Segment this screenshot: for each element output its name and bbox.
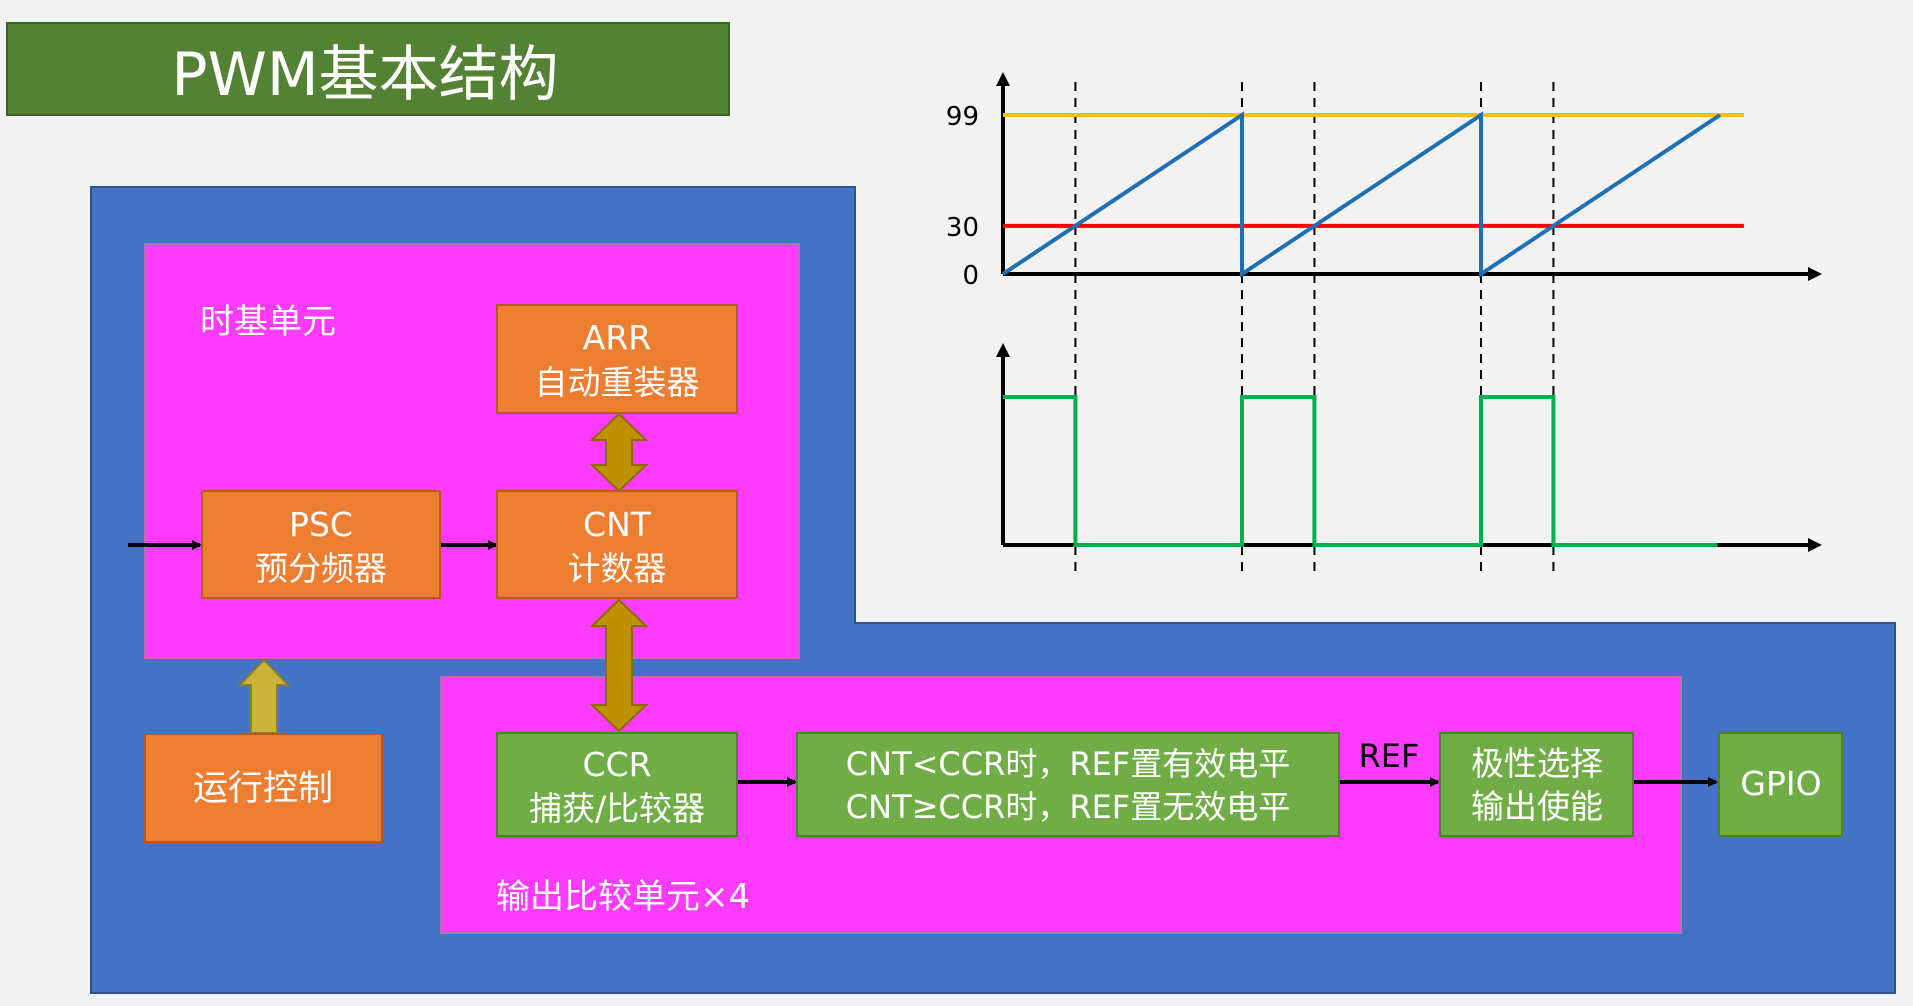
arr-desc: 自动重装器 — [535, 363, 700, 402]
ccr-block — [496, 732, 738, 837]
top-y-axis-arrowhead — [996, 72, 1010, 86]
cnt-label: CNT — [583, 505, 652, 544]
ccr-label: CCR — [582, 745, 651, 784]
cnt-block — [496, 490, 738, 599]
ref-label: REF — [1359, 737, 1420, 775]
polarity-block — [1439, 732, 1634, 837]
bottom-y-axis-arrowhead — [996, 343, 1010, 357]
top-series-0 — [1001, 111, 1722, 278]
psc-desc: 预分频器 — [255, 549, 387, 588]
top-x-axis-arrowhead — [1808, 267, 1822, 281]
bottom-x-axis-arrowhead — [1808, 538, 1822, 552]
compare-rule-line2: CNT≥CCR时，REF置无效电平 — [846, 788, 1290, 826]
y-tick-label-2: 99 — [946, 102, 979, 132]
cnt-desc: 计数器 — [568, 549, 667, 588]
pwm-output-waveform-chart — [996, 343, 1822, 552]
gpio-block — [1718, 732, 1843, 837]
psc-block — [201, 490, 441, 599]
output-compare-label: 输出比较单元×4 — [496, 877, 750, 917]
y-tick-label-1: 30 — [946, 213, 979, 243]
cnt-ccr-bus-arrow — [589, 598, 649, 733]
polarity-line2: 输出使能 — [1471, 787, 1603, 826]
time-base-label: 时基单元 — [200, 302, 336, 342]
page-title: PWM基本结构 — [171, 40, 558, 110]
run-control-label: 运行控制 — [193, 769, 333, 809]
arr-block — [496, 304, 738, 414]
counter-waveform-chart: 0 30 99 — [946, 72, 1822, 574]
y-tick-label-0: 0 — [962, 261, 979, 291]
title-banner — [6, 22, 730, 116]
pwm-series-0 — [1003, 395, 1718, 547]
ccr-desc: 捕获/比较器 — [529, 789, 705, 828]
compare-rule-line1: CNT<CCR时，REF置有效电平 — [846, 745, 1290, 783]
arr-label: ARR — [583, 318, 651, 357]
run-control-block — [144, 733, 383, 843]
gpio-label: GPIO — [1740, 764, 1821, 803]
polarity-line1: 极性选择 — [1471, 744, 1603, 783]
compare-rule-block — [796, 732, 1340, 837]
psc-label: PSC — [289, 505, 353, 544]
